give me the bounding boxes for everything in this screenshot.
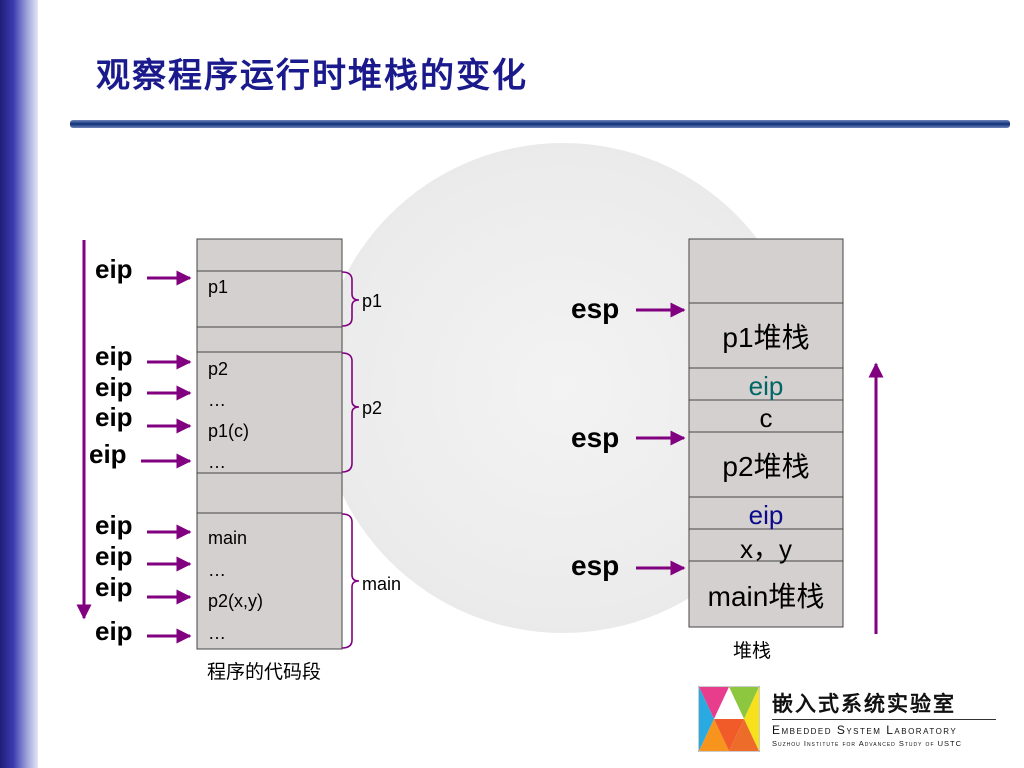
eip-pointer: eip bbox=[95, 572, 192, 605]
stack-caption: 堆栈 bbox=[733, 640, 771, 662]
lab-name-english: Embedded System Laboratory bbox=[772, 723, 958, 737]
code-line: p2(x,y) bbox=[208, 591, 263, 611]
brace-main bbox=[341, 513, 360, 649]
svg-text:eip: eip bbox=[89, 439, 127, 469]
eip-pointer: eip bbox=[89, 439, 192, 469]
eip-pointers: eip eip eip eip eip eip eip eip bbox=[89, 254, 192, 646]
stack-cell-eip bbox=[688, 496, 844, 530]
stack-cell-label: p2堆栈 bbox=[722, 451, 809, 482]
eip-pointer: eip bbox=[95, 254, 192, 286]
svg-text:eip: eip bbox=[95, 616, 133, 646]
esp-pointer: esp bbox=[571, 293, 686, 324]
slide-title: 观察程序运行时堆栈的变化 bbox=[96, 56, 528, 96]
stack: p1堆栈 eip c p2堆栈 eip x，y main堆栈 堆栈 bbox=[688, 238, 844, 662]
stack-cell-label: x，y bbox=[740, 534, 792, 564]
code-line: p1(c) bbox=[208, 421, 249, 441]
stack-cell-top bbox=[688, 238, 844, 304]
code-line: … bbox=[208, 390, 226, 410]
brace-label-p1: p1 bbox=[362, 291, 382, 311]
eip-pointer: eip bbox=[95, 372, 192, 402]
svg-text:esp: esp bbox=[571, 293, 619, 324]
title-underline bbox=[70, 120, 1010, 128]
svg-text:esp: esp bbox=[571, 550, 619, 581]
esp-pointers: esp esp esp bbox=[571, 293, 686, 581]
stack-cell-label: c bbox=[760, 403, 773, 433]
eip-pointer: eip bbox=[95, 341, 192, 371]
brace-p2 bbox=[341, 352, 360, 473]
code-line: … bbox=[208, 452, 226, 472]
stack-cell-label: eip bbox=[749, 371, 784, 401]
brace-label-main: main bbox=[362, 574, 401, 594]
eip-pointer: eip bbox=[95, 510, 192, 540]
stack-cell-p2-frame bbox=[688, 431, 844, 498]
stack-cell-label: p1堆栈 bbox=[722, 322, 809, 353]
svg-text:eip: eip bbox=[95, 572, 133, 602]
svg-text:eip: eip bbox=[95, 341, 133, 371]
stack-cell-label: eip bbox=[749, 500, 784, 530]
stack-cell-label: main堆栈 bbox=[708, 581, 825, 612]
code-line: main bbox=[208, 528, 247, 548]
code-block-p2 bbox=[196, 351, 343, 474]
eip-pointer: eip bbox=[95, 616, 192, 646]
code-line: p1 bbox=[208, 277, 228, 297]
eip-pointer: eip bbox=[95, 402, 192, 434]
code-block-main bbox=[196, 512, 343, 650]
code-line: … bbox=[208, 623, 226, 643]
stack-cell-main-frame bbox=[688, 560, 844, 628]
svg-text:eip: eip bbox=[95, 510, 133, 540]
lab-institute-name: Suzhou Institute for Advanced Study of U… bbox=[772, 739, 963, 748]
code-segment: p1 p2 … p1(c) … main … p2(x,y) … 程序的代码段 bbox=[196, 238, 343, 683]
esp-pointer: esp bbox=[571, 422, 686, 453]
logo-divider bbox=[772, 719, 996, 720]
stack-cell-xy bbox=[688, 528, 844, 562]
code-gap-lower bbox=[196, 472, 343, 514]
brace-label-p2: p2 bbox=[362, 398, 382, 418]
brace-p1 bbox=[341, 271, 360, 327]
left-accent-bar bbox=[0, 0, 38, 768]
code-gap-top bbox=[196, 238, 343, 272]
code-braces bbox=[341, 271, 360, 649]
esp-pointer: esp bbox=[571, 550, 686, 581]
svg-text:eip: eip bbox=[95, 372, 133, 402]
code-segment-caption: 程序的代码段 bbox=[207, 661, 321, 683]
code-gap-middle bbox=[196, 326, 343, 353]
eip-pointer: eip bbox=[95, 541, 192, 572]
code-line: p2 bbox=[208, 359, 228, 379]
svg-text:eip: eip bbox=[95, 541, 133, 571]
svg-text:eip: eip bbox=[95, 254, 133, 284]
code-line: … bbox=[208, 560, 226, 580]
lab-name-chinese: 嵌入式系统实验室 bbox=[772, 692, 956, 716]
lab-logo-icon bbox=[698, 686, 760, 752]
svg-text:esp: esp bbox=[571, 422, 619, 453]
svg-text:eip: eip bbox=[95, 402, 133, 432]
